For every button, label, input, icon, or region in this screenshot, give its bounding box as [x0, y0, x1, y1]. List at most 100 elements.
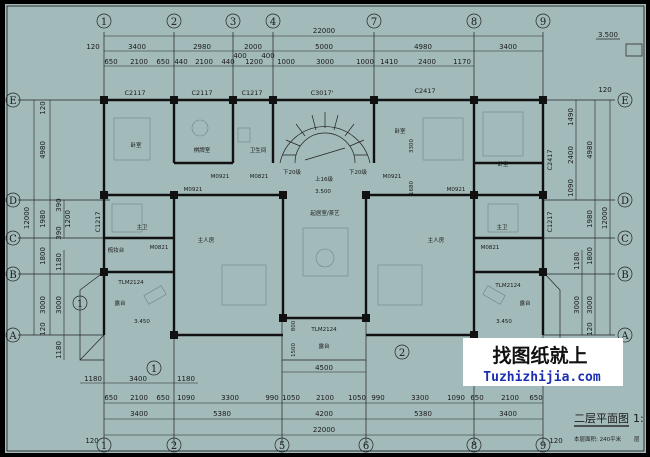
section-marks: 1 1 2	[72, 295, 410, 376]
dim-text: 2000	[244, 43, 262, 51]
dim-text: 3000	[55, 296, 63, 314]
room-label-master-bath: 主卫	[496, 223, 508, 231]
sofa-set	[302, 227, 349, 277]
room-label-master-bedroom: 主人房	[198, 236, 215, 244]
dim-text: 650	[156, 58, 169, 66]
axis-label: 9	[540, 441, 546, 452]
room-label-bedroom: 卧室	[394, 127, 406, 135]
door-tag: M0821	[250, 174, 269, 180]
sheet-border	[6, 5, 645, 452]
dim-text: 1180	[177, 375, 195, 383]
right-dimension-text: 1490 2400 1090 1180 3000 4980 1980 1800 …	[567, 86, 612, 336]
dim-text: 5380	[414, 410, 432, 418]
dim-text: 12000	[601, 207, 609, 229]
right-dimension-lines	[575, 100, 611, 335]
dim-text: 650	[470, 394, 483, 402]
bottom-dimension-lines	[80, 371, 543, 436]
door-tag: M0921	[383, 174, 402, 180]
level-text: 3.450	[496, 319, 512, 325]
top-axis-markers: 1 2 3 4 7 8 9	[96, 13, 551, 29]
room-label-terrace: 露台	[318, 342, 330, 350]
level-text: 3.450	[134, 319, 150, 325]
door-tag: M0821	[481, 245, 500, 251]
dim-text: 440	[174, 58, 187, 66]
bed	[113, 117, 151, 161]
lounge-chair	[143, 285, 167, 305]
dim-text: 4500	[315, 364, 333, 372]
axis-label: 2	[171, 441, 177, 452]
bottom-dimension-text: 1180 3400 1180 4500 650 2100 650 1090 33…	[84, 364, 563, 445]
dim-text: 120	[39, 322, 47, 335]
dim-text: 390	[55, 198, 63, 211]
drawing-scale: 1:	[633, 412, 644, 425]
room-label-terrace: 露台	[519, 299, 531, 307]
axis-label: D	[621, 196, 629, 207]
left-dimension-text: 12000 120 4980 1980 1800 3000 120 390 12…	[23, 101, 72, 359]
dim-text: 120	[39, 101, 47, 114]
drawing-title: 二层平面图	[574, 412, 629, 425]
dim-text: 650	[529, 394, 542, 402]
dim-text: 990	[371, 394, 384, 402]
dim-text: 4200	[315, 410, 333, 418]
window-tag: C1217	[241, 89, 262, 97]
section-mark-label: 1	[77, 299, 83, 310]
dim-text: 120	[586, 322, 594, 335]
dim-text: 1680	[409, 181, 415, 195]
dim-text: 1000	[356, 58, 374, 66]
section-mark-label: 1	[151, 364, 157, 375]
dim-text: 12000	[23, 207, 31, 229]
dim-text: 1090	[177, 394, 195, 402]
window-labels: C2117 C2117 C1217 C3017' C2417 C2417 C12…	[94, 87, 554, 233]
dim-text: 22000	[313, 426, 335, 434]
room-label-bedroom: 卧室	[497, 160, 509, 168]
axis-label: E	[621, 96, 628, 107]
bed	[482, 111, 524, 157]
dim-text: 3400	[499, 410, 517, 418]
top-dimension-text: 22000 120 3400 2980 2000 5000 4980 3400 …	[86, 27, 517, 66]
axis-label: C	[621, 234, 629, 245]
axis-label: 4	[270, 17, 276, 28]
dim-text: 120	[85, 437, 98, 445]
dim-text: 4980	[586, 141, 594, 159]
dim-text: 3000	[586, 296, 594, 314]
level-mark-top-right: 3.500	[596, 31, 643, 57]
dim-text: 3000	[573, 296, 581, 314]
dim-text: 2100	[195, 58, 213, 66]
level-text: 3.500	[315, 189, 331, 195]
axis-label: E	[9, 96, 16, 107]
bathtub	[487, 203, 519, 233]
bottom-axis-markers: 1 2 5 6 8 9	[96, 437, 551, 453]
watermark-logo: 找图纸就上 Tuzhizhijia.com	[463, 338, 623, 386]
dim-text: 4980	[414, 43, 432, 51]
dim-text: 650	[104, 58, 117, 66]
dim-text: 1000	[277, 58, 295, 66]
watermark-cn: 找图纸就上	[492, 344, 587, 367]
axis-label: A	[620, 331, 629, 342]
toilet	[237, 127, 251, 143]
axis-label: 3	[230, 17, 236, 28]
axis-label: B	[9, 270, 16, 281]
door-tag: M0921	[447, 187, 466, 193]
dim-text: 4980	[39, 141, 47, 159]
window-tag: C2117	[124, 89, 145, 97]
bed	[422, 117, 464, 161]
dim-text: 2980	[193, 43, 211, 51]
axis-label: 8	[471, 17, 477, 28]
dim-text: 650	[156, 394, 169, 402]
stair-up-label: 上16级	[315, 175, 333, 183]
dim-text: 3300	[221, 394, 239, 402]
bathtub	[111, 203, 143, 233]
dim-text: 1170	[453, 58, 471, 66]
dim-text: 3400	[128, 43, 146, 51]
dim-text: 120	[549, 437, 562, 445]
axis-label: 2	[171, 17, 177, 28]
room-label-bedroom: 卧室	[130, 141, 142, 149]
coffee-table	[315, 248, 335, 268]
dim-text: 3400	[130, 410, 148, 418]
door-tag: TLM2124	[494, 283, 521, 289]
columns	[100, 96, 547, 339]
window-tag: C1217	[94, 211, 102, 232]
room-label-terrace: 露台	[114, 299, 126, 307]
axis-label: 1	[101, 17, 107, 28]
dim-text: 22000	[313, 27, 335, 35]
